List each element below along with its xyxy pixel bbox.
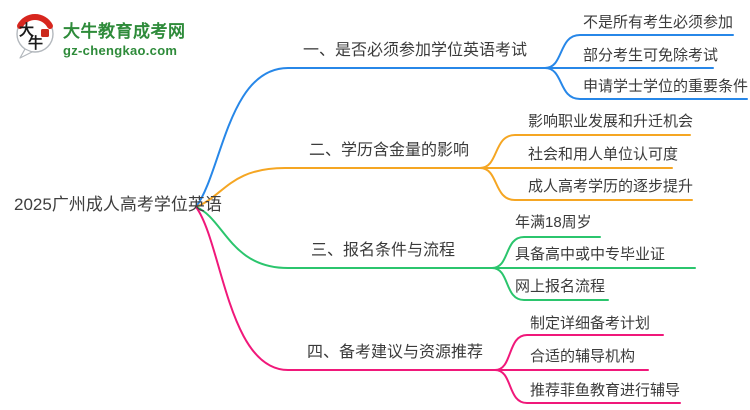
- logo-text-block: 大牛教育成考网 gz-chengkao.com: [63, 17, 186, 58]
- branch-2-child-1: 影响职业发展和升迁机会: [528, 113, 694, 130]
- branch-2-lines: [195, 134, 693, 208]
- branch-4-child-3: 推荐菲鱼教育进行辅导: [530, 382, 681, 399]
- branch-1-label: 一、是否必须参加学位英语考试: [303, 42, 528, 59]
- branch-2-child-3: 成人高考学历的逐步提升: [528, 178, 694, 195]
- site-domain: gz-chengkao.com: [63, 43, 178, 58]
- branch-2-label: 二、学历含金量的影响: [309, 142, 470, 159]
- branch-3-child-2: 具备高中或中专毕业证: [515, 246, 666, 263]
- branch-3-lines: [195, 206, 696, 301]
- branch-1-lines: [195, 34, 748, 208]
- branch-3-child-1: 年满18周岁: [515, 214, 592, 231]
- logo-char-niu: 牛: [28, 34, 43, 52]
- branch-1-child-1: 不是所有考生必须参加: [583, 14, 734, 31]
- branch-4-child-2: 合适的辅导机构: [530, 348, 636, 365]
- branch-2-child-2: 社会和用人单位认可度: [528, 146, 679, 163]
- branch-1-child-3: 申请学士学位的重要条件: [583, 78, 749, 95]
- site-name: 大牛教育成考网: [63, 22, 186, 41]
- red-seal-mark: [41, 29, 49, 37]
- daniu-bubble-icon: 大 牛: [16, 14, 54, 59]
- branch-1-child-2: 部分考生可免除考试: [583, 47, 719, 64]
- site-logo: 大 牛 大牛教育成考网 gz-chengkao.com: [12, 9, 186, 59]
- branch-4-lines: [195, 206, 681, 404]
- root-topic: 2025广州成人高考学位英语: [14, 195, 222, 214]
- logo-char-da: 大: [19, 21, 34, 39]
- branch-4-label: 四、备考建议与资源推荐: [307, 344, 484, 361]
- branch-3-child-3: 网上报名流程: [515, 278, 606, 295]
- branch-3-label: 三、报名条件与流程: [311, 242, 456, 259]
- branch-4-child-1: 制定详细备考计划: [530, 315, 651, 332]
